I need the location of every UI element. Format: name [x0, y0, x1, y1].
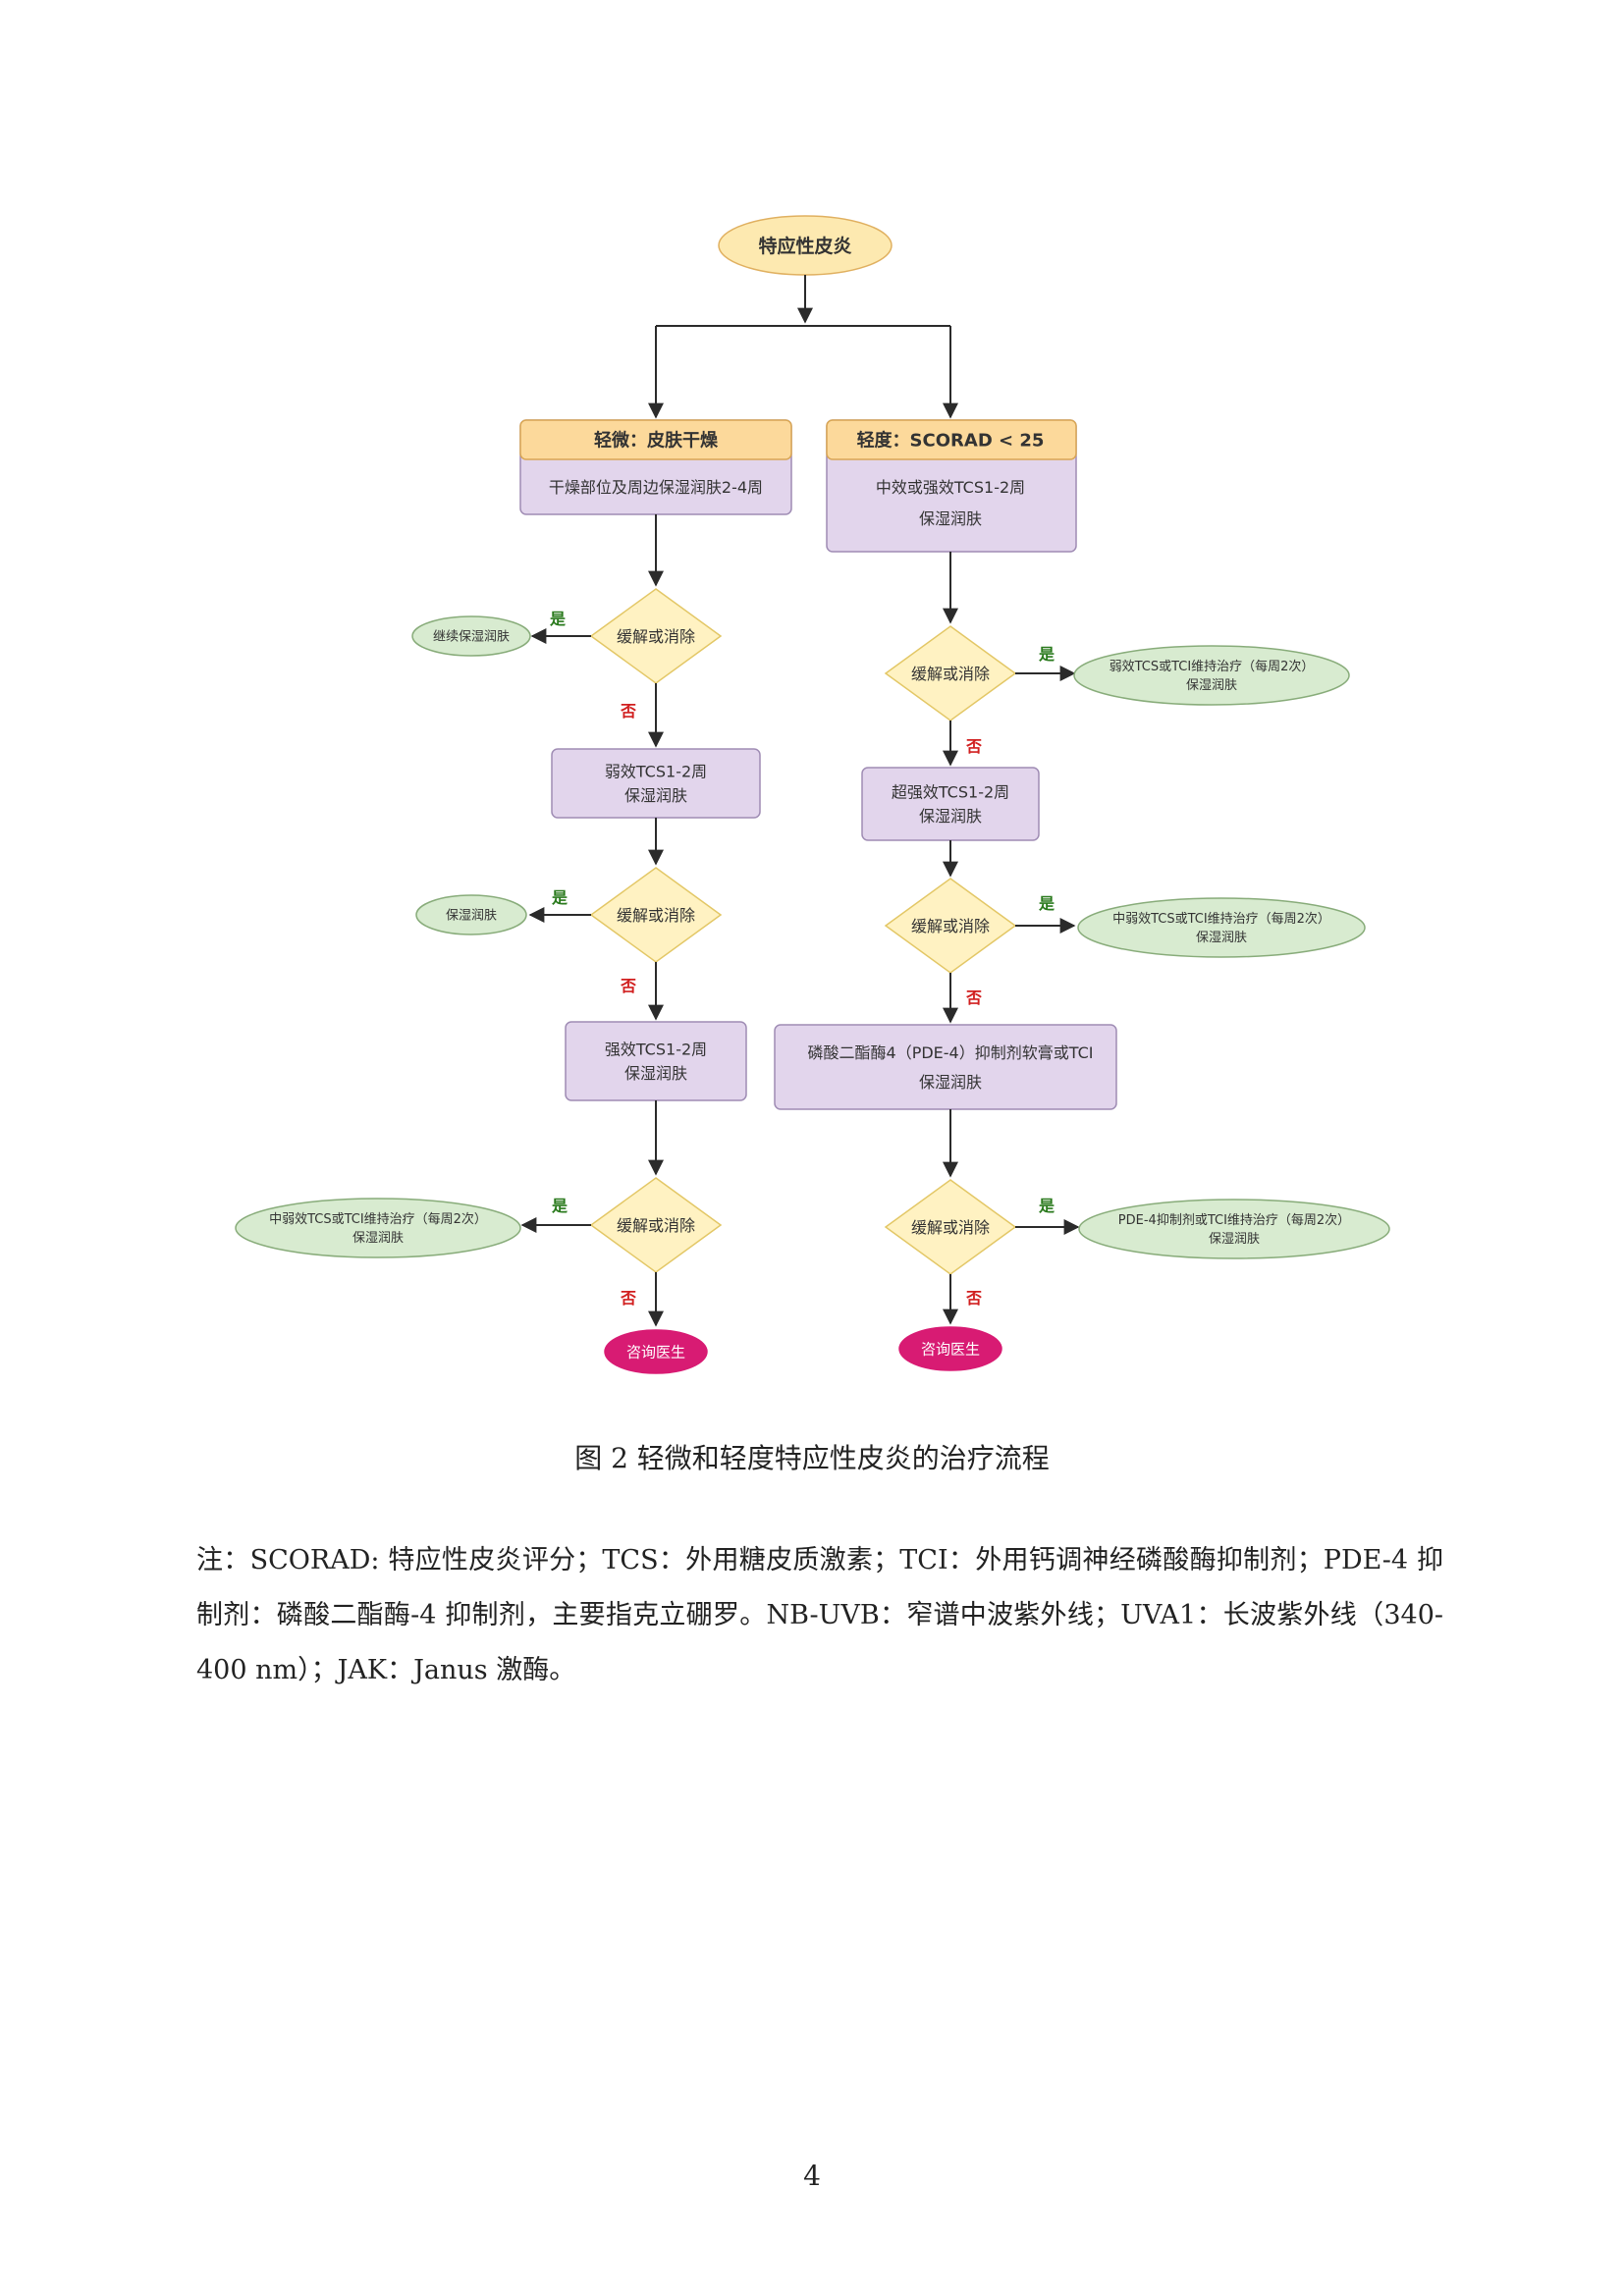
- yes-label: 是: [1038, 645, 1055, 664]
- left-decision-1-label: 缓解或消除: [617, 627, 695, 646]
- right-outcome-3-label: PDE-4抑制剂或TCI维持治疗（每周2次）保湿润肤: [1118, 1212, 1350, 1247]
- no-label: 否: [620, 702, 636, 721]
- yes-label: 是: [551, 888, 568, 907]
- yes-label: 是: [1038, 894, 1055, 913]
- left-decision-3-label: 缓解或消除: [617, 1216, 695, 1235]
- right-process-2: [774, 1024, 1117, 1110]
- no-label: 否: [620, 977, 636, 995]
- yes-label: 是: [551, 1197, 568, 1215]
- right-end-node: [898, 1326, 1002, 1371]
- left-header-label: 轻微：皮肤干燥: [594, 429, 719, 451]
- right-outcome-3: [1078, 1199, 1390, 1259]
- right-decision-1-label: 缓解或消除: [911, 665, 990, 683]
- left-process-2: [565, 1021, 747, 1101]
- no-label: 否: [620, 1289, 636, 1308]
- left-outcome-3-label: 中弱效TCS或TCI维持治疗（每周2次）保湿润肤: [269, 1211, 487, 1246]
- treatment-flowchart: 特应性皮炎轻微：皮肤干燥干燥部位及周边保湿润肤2-4周缓解或消除是继续保湿润肤否…: [235, 215, 1390, 1374]
- right-decision-3-label: 缓解或消除: [911, 1218, 990, 1237]
- right-process-1-label: 超强效TCS1-2周保湿润肤: [892, 782, 1009, 826]
- left-outcome-3: [235, 1198, 521, 1258]
- right-outcome-2-label: 中弱效TCS或TCI维持治疗（每周2次）保湿润肤: [1112, 911, 1330, 945]
- right-process-1: [861, 767, 1040, 841]
- left-outcome-1-label: 继续保湿润肤: [433, 630, 510, 645]
- left-end-label: 咨询医生: [626, 1343, 685, 1361]
- left-decision-2-label: 缓解或消除: [617, 906, 695, 925]
- left-process-1: [551, 748, 761, 819]
- page-number: 4: [803, 2160, 821, 2192]
- right-header-label: 轻度：SCORAD < 25: [857, 429, 1045, 451]
- left-header-band: [519, 419, 792, 460]
- right-outcome-2: [1077, 897, 1366, 958]
- right-body-label: 中效或强效TCS1-2周保湿润肤: [876, 478, 1025, 528]
- right-outcome-1-label: 弱效TCS或TCI维持治疗（每周2次）保湿润肤: [1110, 659, 1315, 693]
- left-process-1-label: 弱效TCS1-2周保湿润肤: [605, 762, 707, 805]
- figure-caption: 图 2 轻微和轻度特应性皮炎的治疗流程: [574, 1442, 1050, 1474]
- left-outcome-2-label: 保湿润肤: [446, 909, 497, 924]
- right-outcome-1: [1073, 645, 1350, 706]
- right-header-band: [826, 419, 1077, 460]
- yes-label: 是: [549, 610, 566, 628]
- no-label: 否: [965, 737, 982, 756]
- left-process-2-label: 强效TCS1-2周保湿润肤: [605, 1040, 707, 1083]
- right-end-label: 咨询医生: [921, 1340, 980, 1358]
- yes-label: 是: [1038, 1197, 1055, 1215]
- start-label: 特应性皮炎: [758, 235, 851, 257]
- no-label: 否: [965, 988, 982, 1007]
- right-decision-2-label: 缓解或消除: [911, 917, 990, 935]
- no-label: 否: [965, 1289, 982, 1308]
- left-outcome-1: [411, 615, 531, 657]
- abbreviation-note: 注：SCORAD: 特应性皮炎评分；TCS：外用糖皮质激素；TCI：外用钙调神经…: [196, 1545, 1443, 1685]
- left-outcome-2: [415, 894, 527, 935]
- left-body-label: 干燥部位及周边保湿润肤2-4周: [549, 478, 763, 497]
- left-end-node: [604, 1329, 708, 1374]
